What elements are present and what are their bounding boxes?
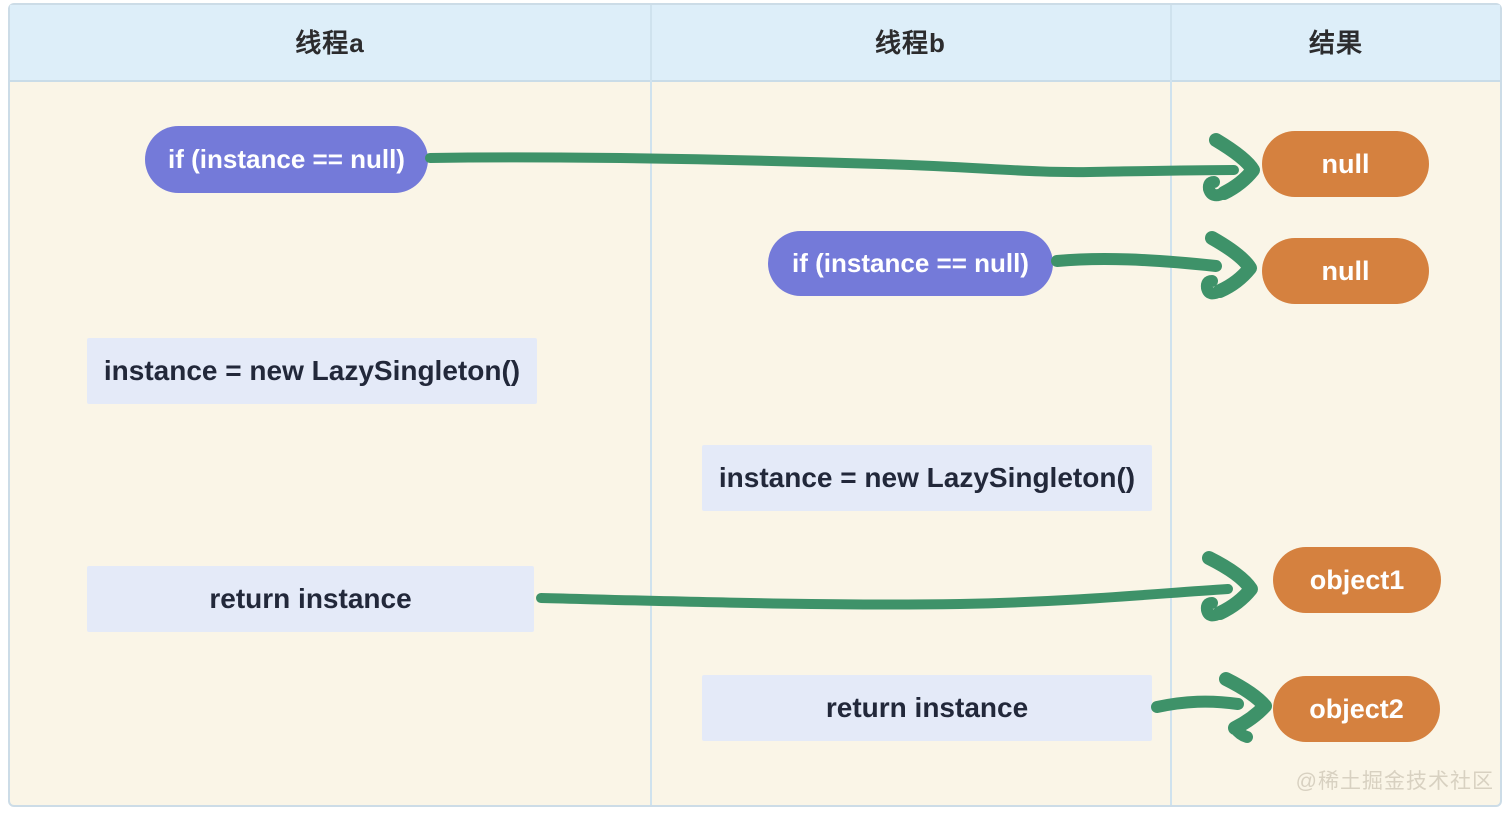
watermark: @稀土掘金技术社区 [1295, 770, 1494, 793]
header-row [10, 5, 1500, 82]
header-cell-thread-a: 线程a [295, 28, 365, 58]
thread-a-return-box: return instance [87, 566, 534, 632]
result-null-2-pill: null [1262, 238, 1429, 304]
thread-b-check-pill: if (instance == null) [768, 231, 1053, 296]
thread-a-create-box: instance = new LazySingleton() [87, 338, 537, 404]
thread-b-create-box: instance = new LazySingleton() [702, 445, 1152, 511]
column-divider-a-b [650, 5, 652, 805]
column-divider-b-result [1170, 5, 1172, 805]
thread-a-check-pill: if (instance == null) [145, 126, 428, 193]
thread-b-return-box: return instance [702, 675, 1152, 741]
result-object2-pill: object2 [1273, 676, 1440, 742]
header-cell-thread-b: 线程b [875, 28, 946, 58]
header-cell-result: 结果 [1308, 28, 1363, 58]
result-object1-pill: object1 [1273, 547, 1441, 613]
result-null-1-pill: null [1262, 131, 1429, 197]
